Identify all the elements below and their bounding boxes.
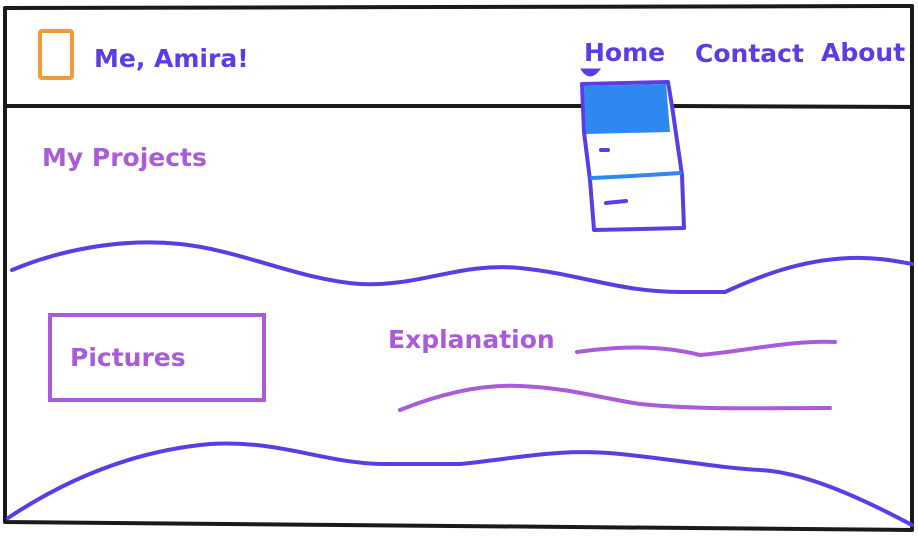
wavy-divider-bottom — [6, 441, 914, 527]
project-explanation-label: Explanation — [388, 325, 555, 354]
nav-link-about[interactable]: About — [821, 38, 906, 67]
dropdown-item-dash-2[interactable] — [604, 199, 628, 205]
nav-link-home[interactable]: Home — [584, 38, 666, 67]
brand-name[interactable]: Me, Amira! — [94, 44, 249, 73]
project-pictures-box[interactable] — [48, 313, 266, 402]
explanation-text-line-1 — [575, 339, 837, 358]
nav-link-contact[interactable]: Contact — [695, 39, 804, 68]
wavy-divider-top — [10, 240, 914, 294]
project-pictures-label: Pictures — [70, 343, 186, 372]
dropdown-menu-separator — [590, 171, 682, 180]
header-divider — [3, 104, 914, 109]
logo-placeholder-icon[interactable] — [38, 29, 74, 80]
section-title-my-projects: My Projects — [42, 143, 207, 172]
page-frame — [3, 4, 914, 532]
dropdown-pointer-icon — [580, 68, 602, 77]
explanation-text-line-2 — [398, 383, 832, 412]
dropdown-menu-highlight[interactable] — [584, 84, 670, 134]
